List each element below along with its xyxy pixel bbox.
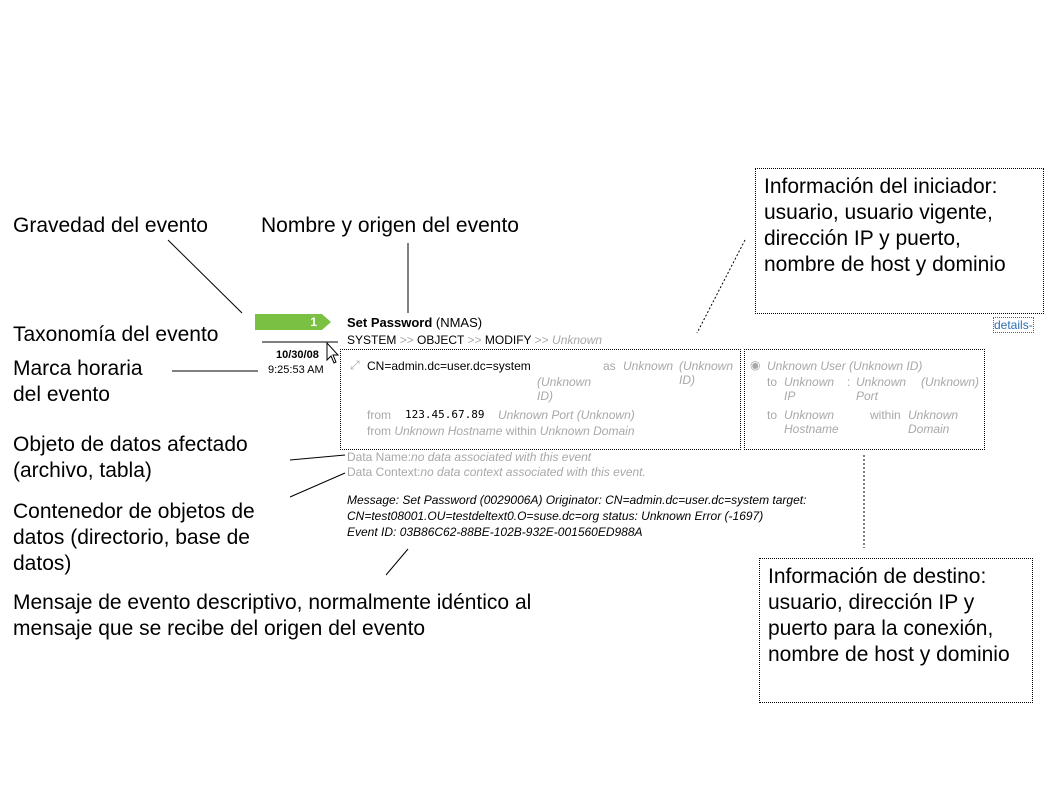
target-panel [744,349,985,450]
annotation-message: Mensaje de evento descriptivo, normalmen… [13,591,532,640]
message-line: CN=test08001.OU=testdeltext0.O=suse.dc=o… [347,509,764,523]
within-label: within [870,408,901,422]
event-time: 9:25:53 AM [268,364,324,376]
to-label: to [767,408,778,422]
as-label: as [603,359,616,373]
taxonomy-level: MODIFY [484,333,532,347]
event-name[interactable]: Set Password [347,315,433,330]
taxonomy-level: SYSTEM [347,333,397,347]
annotation-severity: Gravedad del evento [13,214,208,237]
initiator-port: Unknown Port [498,408,574,422]
arrow-icon: ⤢ [350,358,360,372]
annotation-data-object: Objeto de datos afectado (archivo, tabla… [13,433,248,482]
event-message: Message: Set Password (0029006A) Origina… [347,492,806,540]
message-line: Message: Set Password (0029006A) Origina… [347,493,807,507]
taxonomy-level: OBJECT [417,333,465,347]
annotation-initiator: Información del iniciador: usuario, usua… [755,168,1044,314]
initiator-port-name: (Unknown) [576,408,635,422]
taxonomy: SYSTEM >> OBJECT >> MODIFY >> Unknown [347,333,602,347]
target-domain: Unknown Domain [908,408,959,436]
initiator-effective-user: Unknown [623,359,674,373]
data-context-label: Data Context: [347,465,421,479]
taxonomy-sep: >> [467,333,482,347]
event-id: Event ID: 03B86C62-88BE-102B-932E-001560… [347,525,643,539]
taxonomy-level: Unknown [552,333,603,347]
data-name-label: Data Name: [347,450,412,464]
target-port-name: (Unknown) [921,375,980,389]
target-port: Unknown Port [856,375,907,403]
event-date: 10/30/08 [276,349,319,361]
annotation-taxonomy: Taxonomía del evento [13,323,219,346]
target-user: Unknown User [767,359,846,373]
severity-badge[interactable]: 1 [255,314,331,330]
data-context-value: no data context associated with this eve… [420,465,646,479]
annotation-container: Contenedor de objetos de datos (director… [13,500,255,575]
initiator-ip: 123.45.67.89 [405,408,485,421]
from-label: from [367,424,391,438]
initiator-effective-id: (Unknown ID) [679,359,734,387]
target-user-id: (Unknown ID) [849,359,923,373]
data-name-value: no data associated with this event [411,450,592,464]
initiator-user: CN=admin.dc=user.dc=system [367,359,531,373]
details-link[interactable]: details- [993,317,1034,333]
target-ip: Unknown IP [784,375,835,403]
within-label: within [505,424,537,438]
initiator-host: Unknown Hostname [394,424,503,438]
target-host: Unknown Hostname [784,408,839,436]
separator: : [847,375,851,389]
severity-value: 1 [310,315,317,329]
annotation-name-source: Nombre y origen del evento [261,214,519,237]
annotation-timestamp: Marca horaria del evento [13,357,143,406]
event-source: (NMAS) [435,315,483,330]
initiator-domain: Unknown Domain [539,424,635,438]
annotation-target: Información de destino: usuario, direcci… [759,558,1033,703]
to-label: to [767,375,778,389]
target-icon: ◉ [750,358,761,372]
taxonomy-sep: >> [399,333,414,347]
initiator-user-id: (Unknown ID) [537,375,592,403]
from-label: from [367,408,391,422]
initiator-panel [340,349,741,450]
taxonomy-sep: >> [534,333,549,347]
cursor-icon [326,341,340,364]
